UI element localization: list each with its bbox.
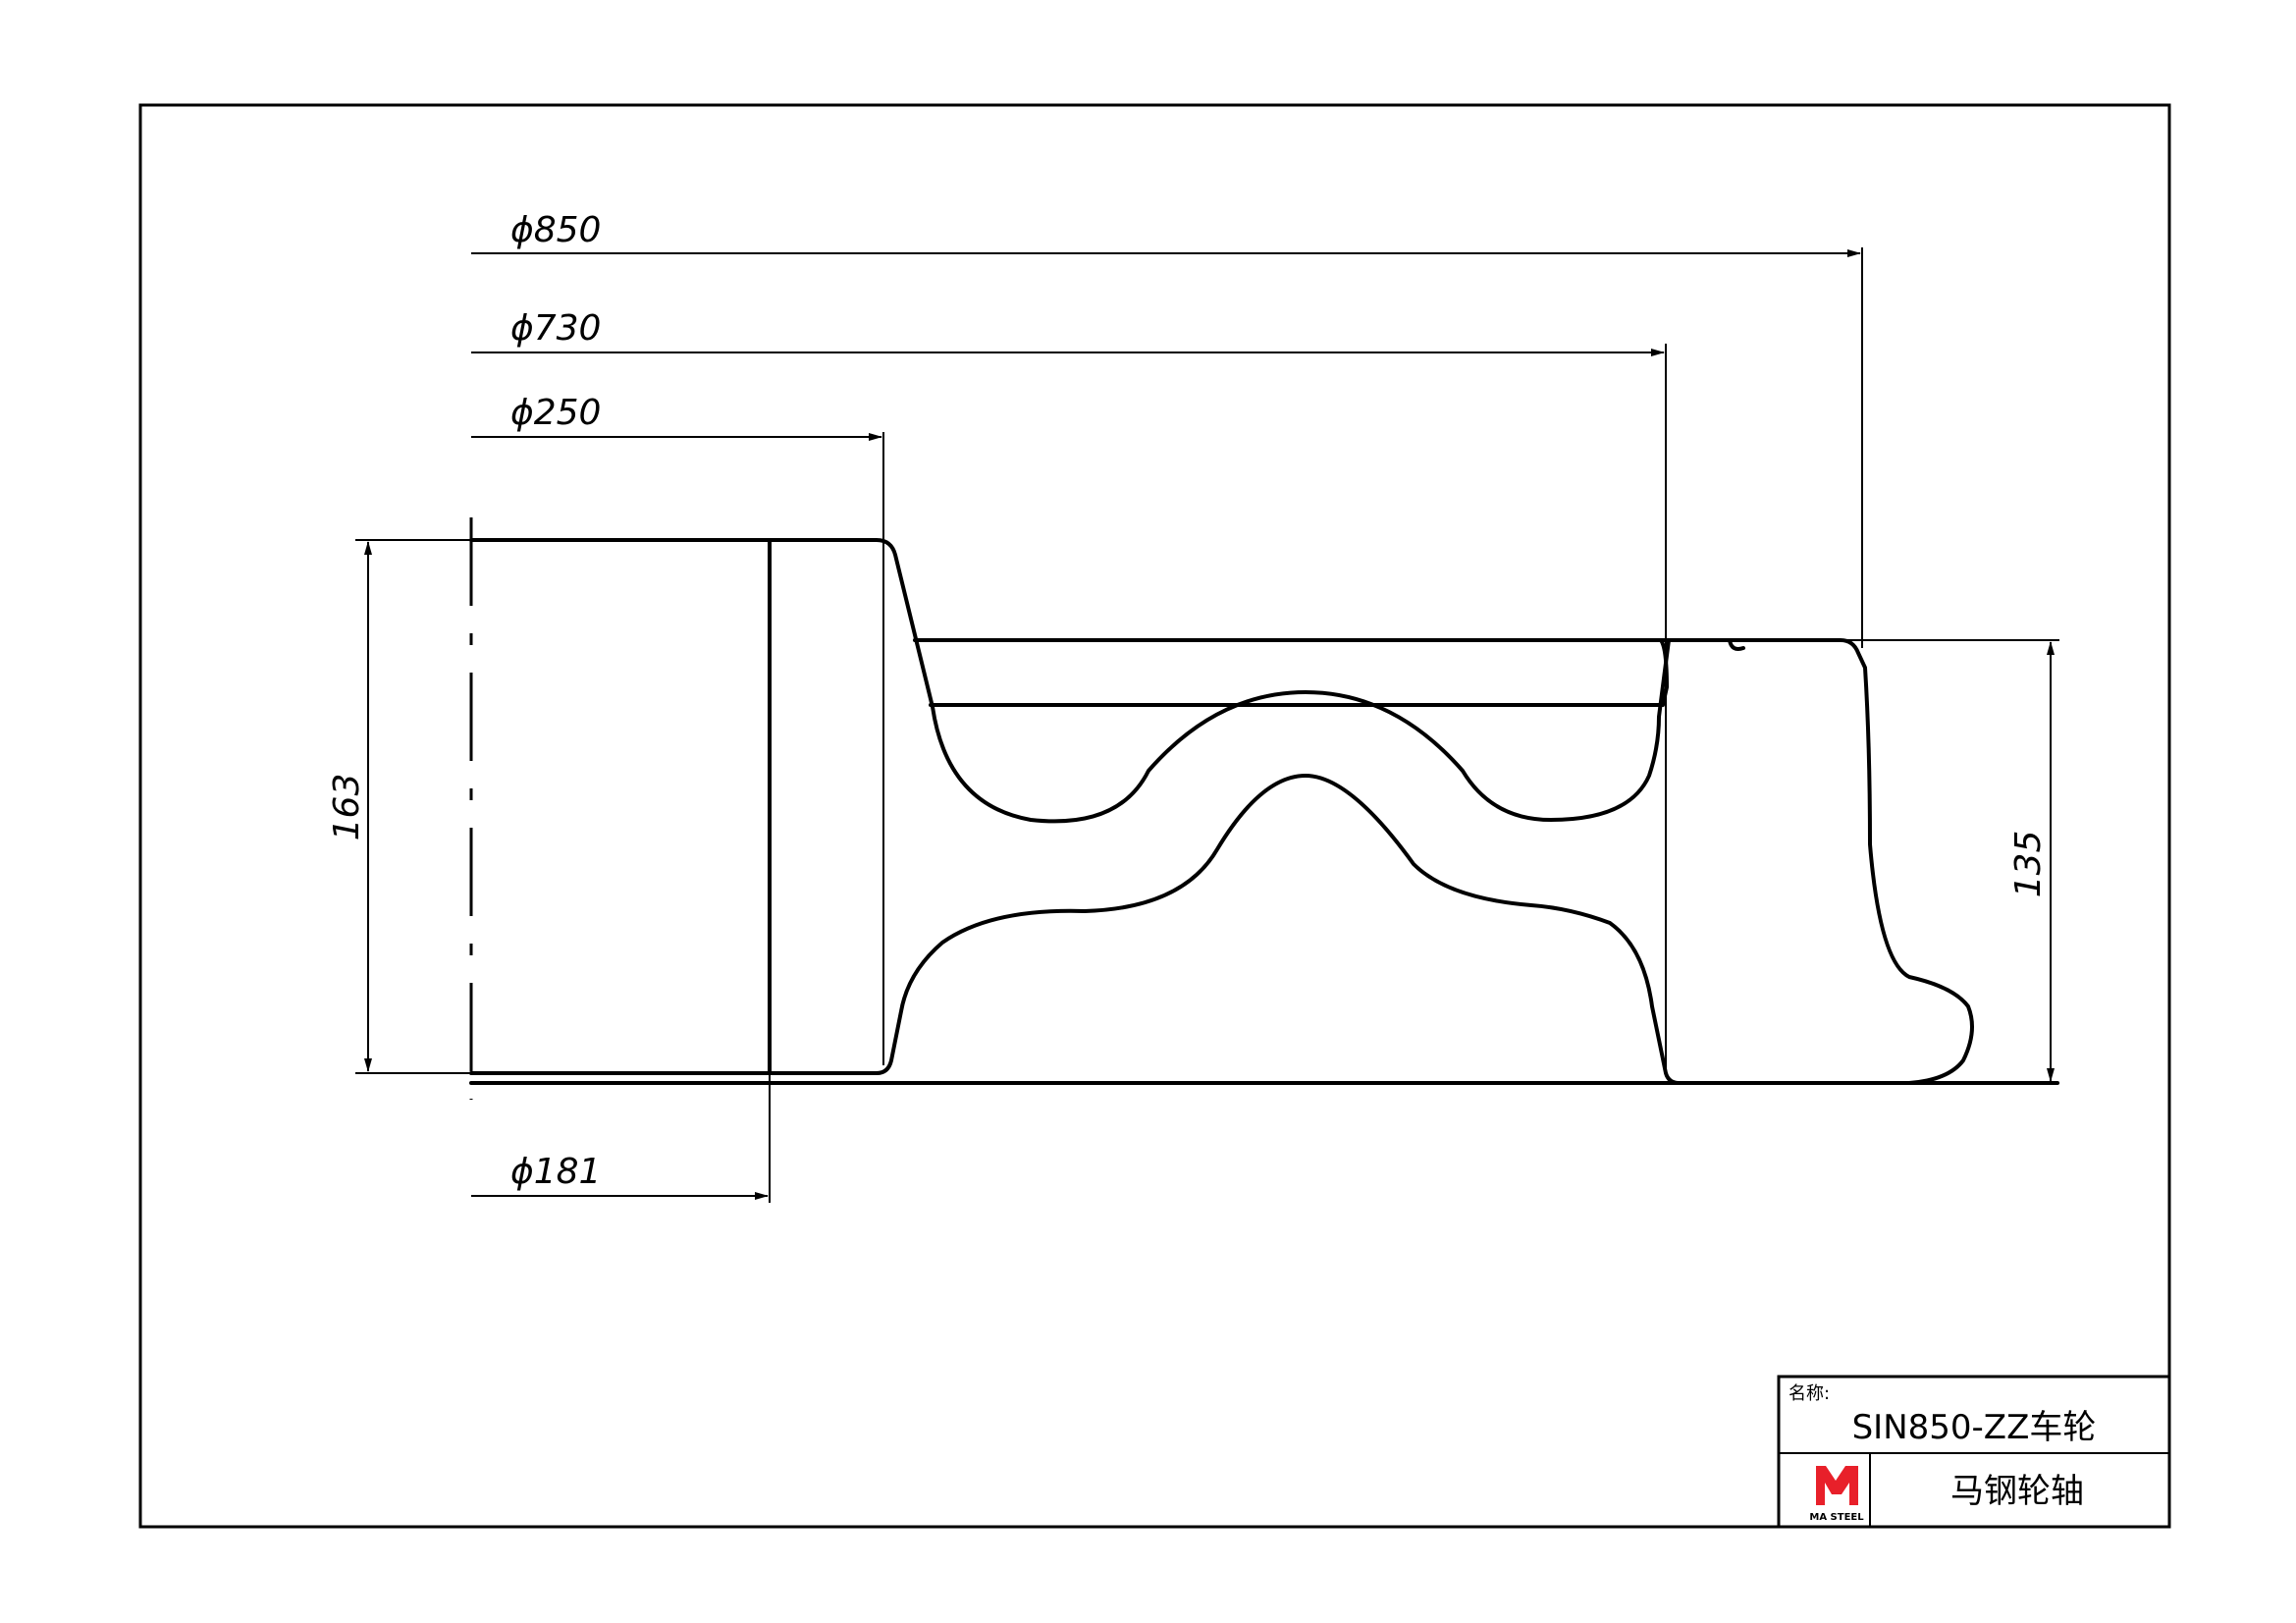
wheel-cross-section: [768, 538, 1974, 1085]
title-block-name-label: 名称:: [1789, 1383, 1830, 1404]
label-bore-diameter: ϕ181: [510, 1152, 601, 1192]
label-rim-width: 135: [2008, 831, 2049, 898]
label-hub-length: 163: [327, 774, 367, 841]
title-block-frame: [1777, 1375, 2171, 1529]
label-tread-diameter: ϕ730: [510, 308, 601, 349]
label-outer-diameter: ϕ850: [510, 210, 601, 250]
logo-mark: [1816, 1466, 1858, 1505]
title-block: 名称: SIN850-ZZ车轮 MA STEEL 马钢轮轴: [1777, 1375, 2171, 1529]
masteel-logo-icon: MA STEEL: [1809, 1466, 1864, 1523]
drawing-border: [138, 103, 2171, 1529]
flange-notch: [1728, 638, 1745, 651]
title-block-company: 马钢轮轴: [1950, 1472, 2084, 1511]
title-block-part-name: SIN850-ZZ车轮: [1852, 1408, 2097, 1447]
logo-text: MA STEEL: [1809, 1512, 1864, 1523]
label-hub-diameter: ϕ250: [510, 393, 601, 433]
